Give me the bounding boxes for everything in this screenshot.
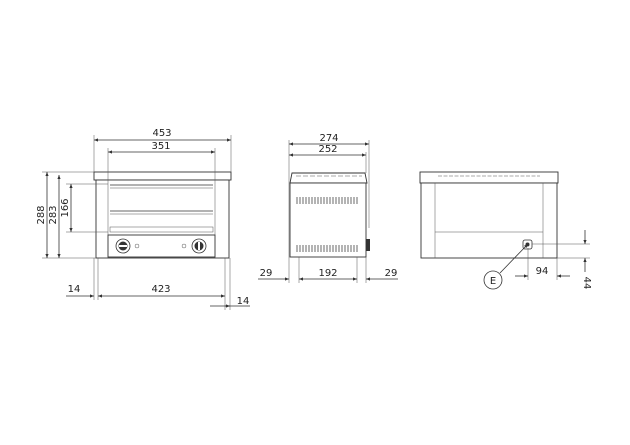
side-body — [289, 182, 367, 258]
side-knob-icon — [366, 239, 370, 251]
vent-slots-lower — [296, 245, 358, 252]
dim-overall-width: 453 — [152, 128, 171, 139]
dim-feet-spacing: 423 — [151, 284, 170, 295]
dim-connection-height: 44 — [581, 277, 592, 290]
dim-body-height: 283 — [48, 205, 59, 224]
dim-overall-height: 288 — [36, 205, 47, 224]
front-view: 453 351 288 283 166 14 423 14 — [36, 128, 250, 310]
dim-opening-height: 166 — [60, 198, 71, 217]
side-top — [289, 172, 368, 184]
dim-right-offset: 14 — [237, 296, 250, 307]
indicator-light-icon — [181, 243, 187, 249]
top-plate — [93, 171, 232, 181]
dim-side-feet-spacing: 192 — [318, 268, 337, 279]
side-view: 274 252 29 192 29 — [258, 133, 398, 283]
knob-right-icon — [191, 238, 207, 254]
control-panel — [107, 234, 216, 258]
dim-left-offset: 14 — [68, 284, 81, 295]
dim-connection-horizontal: 94 — [536, 266, 549, 277]
callout-circle — [483, 270, 503, 290]
rear-body — [420, 182, 558, 259]
dim-rear-offset: 29 — [385, 268, 398, 279]
dim-front-offset: 29 — [260, 268, 273, 279]
dim-body-depth: 252 — [318, 144, 337, 155]
callout-label: E — [490, 276, 496, 287]
knob-left-icon — [115, 238, 131, 254]
vent-slots-upper — [296, 197, 358, 204]
dim-inner-width: 351 — [151, 141, 170, 152]
rack-lower — [110, 210, 213, 215]
rack-upper — [110, 184, 213, 189]
rear-top — [419, 171, 559, 184]
rear-view: E 94 44 — [419, 171, 592, 290]
crumb-tray — [109, 226, 214, 233]
indicator-light-icon — [134, 243, 140, 249]
dim-overall-depth: 274 — [319, 133, 338, 144]
